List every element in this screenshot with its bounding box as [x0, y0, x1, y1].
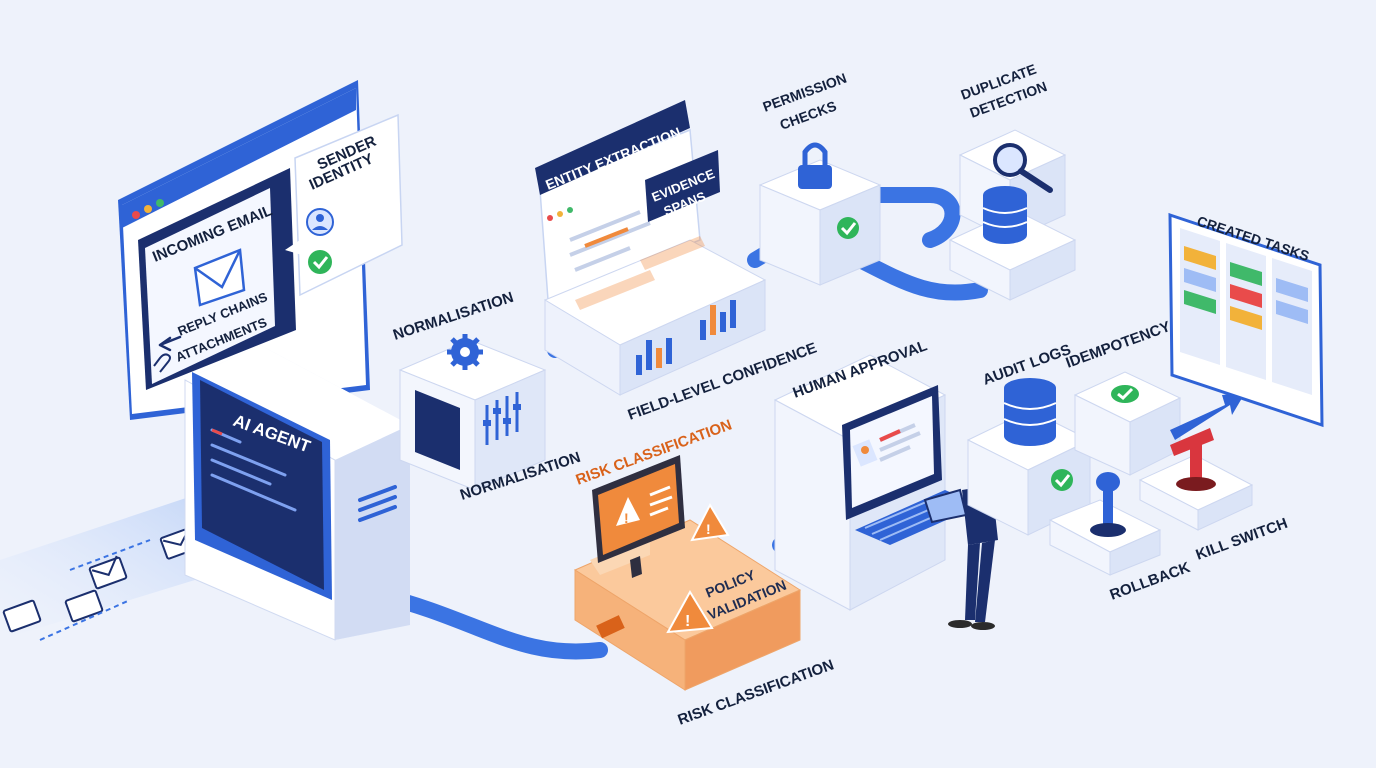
permission-checks-cube	[758, 142, 882, 286]
policy-validation-block: ! ! ! POLICY VALIDATION	[573, 455, 802, 691]
idempotency-cube	[1073, 371, 1182, 476]
kill-switch-lever	[1138, 428, 1254, 531]
monitor-icon	[592, 455, 685, 578]
magnifier-icon	[993, 143, 1053, 193]
normalisation-label-top: NORMALISATION	[391, 289, 516, 344]
lever-icon	[1090, 472, 1126, 537]
warning-icon: !	[616, 497, 640, 526]
duplicate-detection-cube	[948, 129, 1077, 301]
sender-identity-card: SENDER IDENTITY	[285, 113, 403, 297]
audit-logs-cube	[966, 378, 1092, 536]
bar-chart-icon	[636, 338, 672, 375]
paperclip-icon	[153, 353, 171, 373]
svg-text:!: !	[706, 521, 711, 537]
envelope-icon	[64, 589, 104, 623]
envelope-icon	[88, 555, 128, 590]
sliders-icon	[483, 392, 521, 445]
user-icon	[852, 439, 878, 467]
gear-icon	[447, 334, 483, 370]
lever-icon	[1170, 428, 1216, 491]
created-tasks-board	[1168, 212, 1324, 428]
bar-chart-icon	[700, 300, 736, 340]
reply-icon	[158, 335, 182, 352]
kanban-icon	[1180, 228, 1312, 395]
idempotency-label: IDEMPOTENCY	[1064, 318, 1173, 372]
ai-agent-server: AI AGENT	[184, 345, 410, 641]
database-icon	[1003, 378, 1057, 446]
arrow-icon	[1170, 393, 1245, 440]
rollback-lever	[1048, 472, 1162, 576]
envelope-icon	[2, 599, 42, 633]
human-approval-station	[773, 354, 980, 611]
warning-icon: !	[690, 502, 730, 542]
check-icon	[1111, 385, 1139, 403]
envelope-icon	[193, 248, 246, 307]
normalisation-cube	[398, 334, 547, 491]
user-icon	[306, 208, 334, 236]
svg-text:!: !	[685, 613, 690, 630]
check-icon	[1051, 469, 1073, 491]
entity-extraction-panel: ENTITY EXTRACTION EVIDENCE SPANS	[535, 100, 720, 302]
database-icon	[982, 186, 1028, 244]
check-icon	[837, 217, 859, 239]
check-icon	[308, 250, 332, 274]
svg-text:!: !	[624, 510, 629, 526]
field-confidence-board	[543, 236, 767, 396]
warning-icon: !	[666, 590, 714, 634]
padlock-icon	[798, 142, 832, 189]
